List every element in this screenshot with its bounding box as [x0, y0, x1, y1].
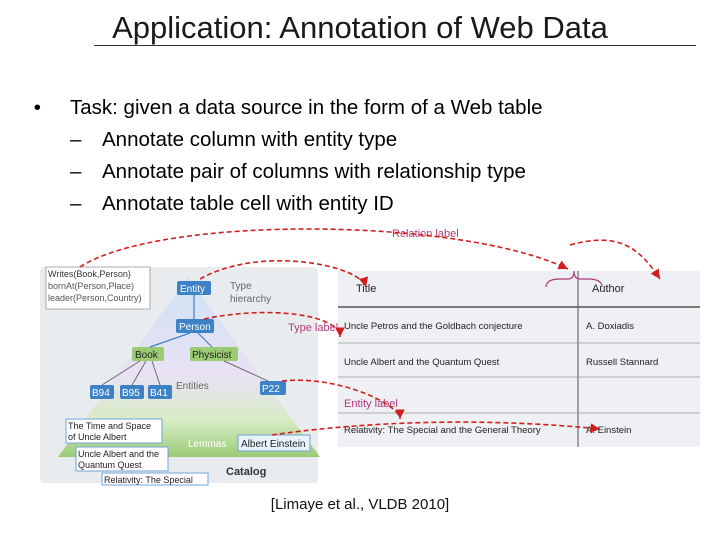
- bullet-list: • Task: given a data source in the form o…: [28, 92, 543, 220]
- svg-text:The Time and Space: The Time and Space: [68, 421, 151, 431]
- id-b41: [148, 385, 172, 399]
- entity-label: Entity label: [344, 398, 398, 410]
- book-node: [132, 347, 164, 361]
- table-header-title: Title: [356, 283, 376, 295]
- bullet-text: Task: given a data source in the form of…: [70, 96, 543, 119]
- citation: [Limaye et al., VLDB 2010]: [270, 496, 450, 513]
- relation-leader: leader(Person,Country): [48, 293, 142, 303]
- sub-bullet-text: Annotate column with entity type: [102, 128, 398, 151]
- type-hierarchy-label: Type: [230, 281, 252, 292]
- relation-brace: [545, 270, 603, 288]
- svg-text:Quantum Quest: Quantum Quest: [78, 460, 142, 470]
- sub-bullet-item: –Annotate column with entity type: [28, 124, 543, 156]
- relation-list: Writes(Book,Person) bornAt(Person,Place)…: [45, 266, 151, 310]
- title-underline: [94, 45, 696, 46]
- table-cell: A. Doxiadis: [586, 321, 634, 332]
- sub-bullet-item: –Annotate table cell with entity ID: [28, 188, 543, 220]
- id-p22: [260, 381, 286, 395]
- lemma-box: [75, 446, 169, 472]
- lemma-box: [65, 418, 163, 444]
- bullet-item: • Task: given a data source in the form o…: [28, 92, 543, 124]
- dash-icon: –: [70, 160, 82, 183]
- slide-title: Application: Annotation of Web Data: [112, 10, 608, 45]
- table-cell: Russell Stannard: [586, 357, 658, 368]
- book-node-label: Book: [135, 350, 159, 361]
- annotation-figure: Writes(Book,Person) bornAt(Person,Place)…: [40, 228, 700, 486]
- catalog-pyramid: [58, 277, 320, 457]
- svg-text:Relativity: The Special: Relativity: The Special: [104, 475, 193, 485]
- table-cell: Relativity: The Special and the General …: [344, 425, 541, 436]
- svg-text:B41: B41: [150, 388, 168, 399]
- table-cell: A. Einstein: [586, 425, 631, 436]
- physicist-node: [190, 347, 238, 361]
- table-cell: Uncle Petros and the Goldbach conjecture: [344, 321, 523, 332]
- lemma-box: [101, 472, 209, 486]
- svg-text:Uncle Albert and the: Uncle Albert and the: [78, 449, 159, 459]
- sub-bullet-text: Annotate pair of columns with relationsh…: [102, 160, 526, 183]
- sub-bullet-text: Annotate table cell with entity ID: [102, 192, 394, 215]
- catalog-label: Catalog: [226, 466, 266, 478]
- person-node: [176, 319, 214, 333]
- type-hierarchy-label: hierarchy: [230, 294, 271, 305]
- relation-writes: Writes(Book,Person): [48, 269, 131, 279]
- person-node-label: Person: [179, 322, 211, 333]
- sub-bullet-item: –Annotate pair of columns with relations…: [28, 156, 543, 188]
- entity-node: [177, 281, 211, 295]
- type-edges: [149, 295, 213, 348]
- annotation-arrows: [79, 228, 661, 436]
- entity-node-label: Entity: [180, 284, 205, 295]
- relation-bornat: bornAt(Person,Place): [48, 281, 134, 291]
- entity-edges: [101, 360, 269, 386]
- lemmas-label: Lemmas: [188, 439, 226, 450]
- bullet-dot-icon: •: [28, 96, 41, 119]
- table-cell: Uncle Albert and the Quantum Quest: [344, 357, 500, 368]
- id-b95: [120, 385, 144, 399]
- dash-icon: –: [70, 128, 82, 151]
- svg-text:B95: B95: [122, 388, 140, 399]
- id-b94: [90, 385, 114, 399]
- type-label: Type label: [288, 322, 338, 334]
- entities-label: Entities: [176, 381, 209, 392]
- relation-label: Relation label: [392, 228, 459, 240]
- dash-icon: –: [70, 192, 82, 215]
- svg-text:of Uncle Albert: of Uncle Albert: [68, 432, 127, 442]
- svg-text:Albert Einstein: Albert Einstein: [241, 439, 305, 450]
- svg-text:P22: P22: [262, 384, 280, 395]
- physicist-node-label: Physicist: [192, 350, 232, 361]
- svg-text:B94: B94: [92, 388, 110, 399]
- table-header-author: Author: [592, 283, 625, 295]
